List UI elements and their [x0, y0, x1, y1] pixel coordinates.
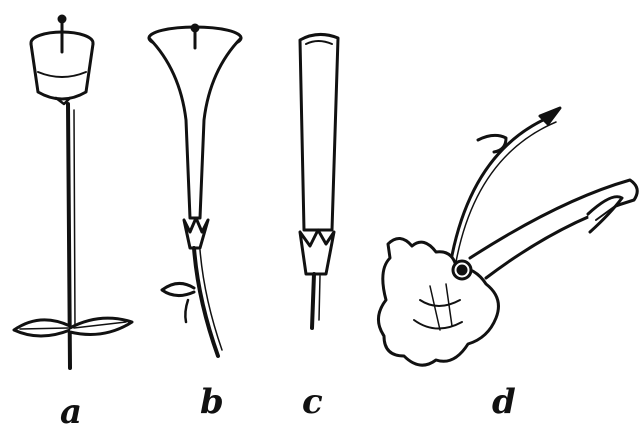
figure-label-d: d — [492, 385, 516, 419]
figure-label-a: a — [60, 395, 82, 429]
figure-b-drawing — [149, 25, 241, 356]
figure-d-drawing — [378, 108, 637, 365]
figure-label-c: c — [302, 385, 323, 419]
figure-c-drawing — [300, 34, 338, 328]
figure-label-b: b — [200, 385, 224, 419]
figure-a-drawing — [14, 16, 132, 368]
